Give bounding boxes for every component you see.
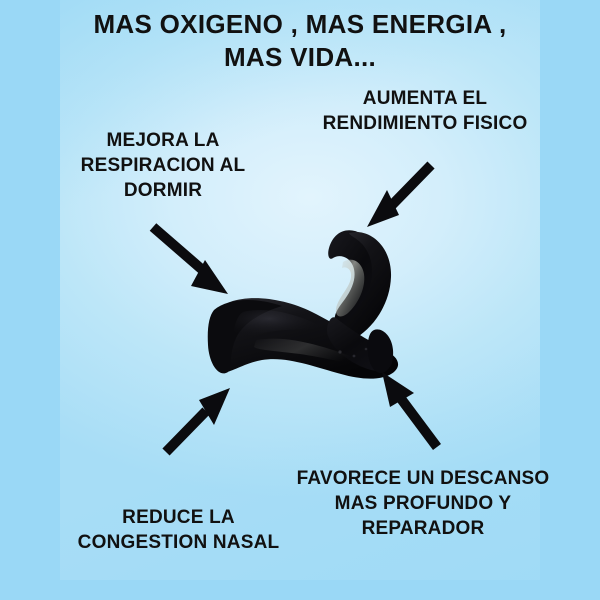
callout-label-descanso: FAVORECE UN DESCANSO MAS PROFUNDO Y REPA… bbox=[296, 468, 550, 540]
mouthpiece-left-bulge bbox=[207, 300, 282, 374]
callout-label-rendimiento: AUMENTA EL RENDIMIENTO FISICO bbox=[322, 88, 528, 135]
mouthpiece-upper-highlight bbox=[335, 259, 365, 317]
mouthpiece-vent-dot bbox=[364, 347, 368, 351]
callout-label-congestion: REDUCE LA CONGESTION NASAL bbox=[77, 507, 280, 554]
mouthpiece-front-edge-sheen bbox=[254, 338, 366, 364]
poster-inner-panel bbox=[60, 0, 540, 580]
mouthpiece-vent-dot bbox=[338, 350, 342, 354]
callout-label-respiracion: MEJORA LA RESPIRACION AL DORMIR bbox=[80, 130, 246, 202]
mouthpiece-upper-outer-curl bbox=[340, 232, 392, 342]
mouthpiece-tray-highlight bbox=[234, 309, 322, 340]
page-title: MAS OXIGENO , MAS ENERGIA , MAS VIDA... bbox=[93, 9, 507, 73]
mouthpiece-vent-dot bbox=[352, 354, 356, 358]
mouthpiece-right-strap bbox=[367, 329, 394, 374]
